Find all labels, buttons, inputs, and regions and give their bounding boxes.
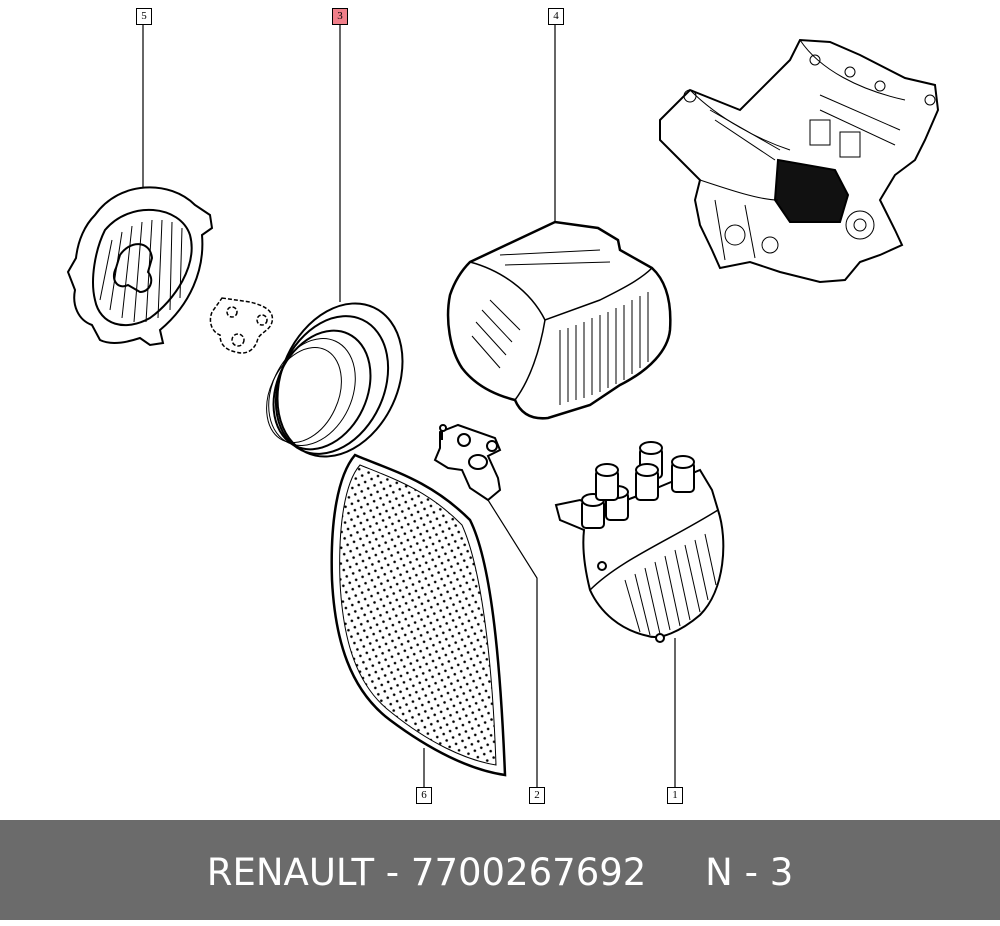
footer-caption: RENAULT - 7700267692 N - 3 — [0, 820, 1000, 920]
callout-4: 4 — [548, 8, 564, 25]
part-6-heat-shield — [330, 453, 507, 777]
leader-line-2 — [487, 499, 538, 787]
callout-6: 6 — [416, 787, 432, 804]
engine-block — [659, 38, 940, 284]
callout-3-highlighted: 3 — [332, 8, 348, 25]
ignition-towers — [581, 441, 695, 529]
spacer — [646, 851, 705, 894]
part-3-ring — [266, 302, 404, 458]
separator: - — [374, 851, 411, 894]
part-4-cover — [446, 220, 672, 420]
footer-bar: RENAULT - 7700267692 N - 3 — [0, 820, 1000, 920]
callout-2: 2 — [529, 787, 545, 804]
callout-5: 5 — [136, 8, 152, 25]
diagram-canvas: 5 3 4 6 2 1 — [66, 8, 940, 804]
part-1-distributor-cap — [554, 441, 725, 643]
position-label: N - 3 — [705, 851, 794, 894]
part-number: 7700267692 — [410, 851, 647, 894]
gasket — [209, 297, 274, 354]
brand-name: RENAULT — [206, 851, 375, 894]
exploded-parts-diagram — [66, 25, 940, 787]
callout-1: 1 — [667, 787, 683, 804]
part-2-bracket — [433, 423, 502, 502]
part-5-distributor-housing — [66, 186, 214, 347]
